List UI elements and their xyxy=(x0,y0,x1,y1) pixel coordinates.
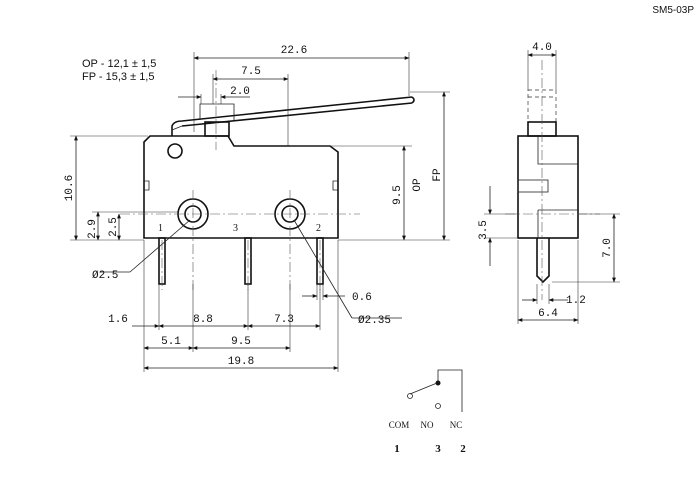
dim-body-height: 10.6 xyxy=(64,175,76,201)
lever-arm xyxy=(171,96,413,136)
fp-spec: FP - 15,3 ± 1,5 xyxy=(82,71,154,83)
side-dimensions: 4.0 3.5 7.0 1.2 6.4 xyxy=(478,42,620,324)
dim-bottom-1-6: 1.6 xyxy=(108,314,128,326)
dim-bottom-9-5: 9.5 xyxy=(231,336,251,348)
switch-body xyxy=(143,135,339,239)
schematic-com: COM xyxy=(389,420,410,430)
dim-side-width: 4.0 xyxy=(532,42,552,54)
schematic-num-com: 1 xyxy=(394,443,400,455)
schematic-num-no: 3 xyxy=(435,443,441,455)
dim-hole-height-a: 2.9 xyxy=(87,219,99,239)
dim-lever-offset: 7.5 xyxy=(241,66,261,78)
pin-label-1: 1 xyxy=(158,223,163,234)
dim-actuator-offset: 2.0 xyxy=(230,86,250,98)
dim-bottom-19-8: 19.8 xyxy=(228,356,254,368)
mount-hole-top xyxy=(167,143,183,159)
dim-side-6-4: 6.4 xyxy=(538,308,558,320)
dim-op-height: 9.5 xyxy=(392,185,404,205)
schematic-no: NO xyxy=(421,420,434,430)
pin-label-2: 2 xyxy=(316,223,321,234)
dim-hole-height-b: 2.5 xyxy=(108,217,120,237)
front-view: 1 3 2 xyxy=(120,70,415,290)
op-spec: OP - 12,1 ± 1,5 xyxy=(82,58,156,70)
side-pin xyxy=(536,238,550,284)
dim-side-7-0: 7.0 xyxy=(602,238,614,258)
dim-pin-gap: 0.6 xyxy=(352,292,372,304)
dim-hole-dia-left: Ø2.5 xyxy=(92,270,118,282)
dim-side-3-5: 3.5 xyxy=(478,220,490,240)
dim-hole-dia-right: Ø2.35 xyxy=(358,315,391,327)
side-view xyxy=(505,60,600,300)
dim-bottom-5-1: 5.1 xyxy=(161,336,181,348)
dim-op-label: OP xyxy=(412,178,424,192)
dim-bottom-8-8: 8.8 xyxy=(193,314,213,326)
schematic-nc: NC xyxy=(450,420,463,430)
schematic-num-nc: 2 xyxy=(460,443,466,455)
dim-side-1-2: 1.2 xyxy=(566,295,586,307)
front-dimensions: 22.6 7.5 2.0 10.6 2.9 2.5 9.5 OP FP xyxy=(64,45,450,372)
dim-bottom-7-3: 7.3 xyxy=(274,314,294,326)
model-name: SM5-03P xyxy=(652,5,694,16)
switch-schematic: COM NO NC 1 3 2 xyxy=(389,369,466,455)
dim-fp-label: FP xyxy=(432,168,444,182)
dim-overall-length: 22.6 xyxy=(281,45,307,57)
pin-label-3: 3 xyxy=(233,223,238,234)
